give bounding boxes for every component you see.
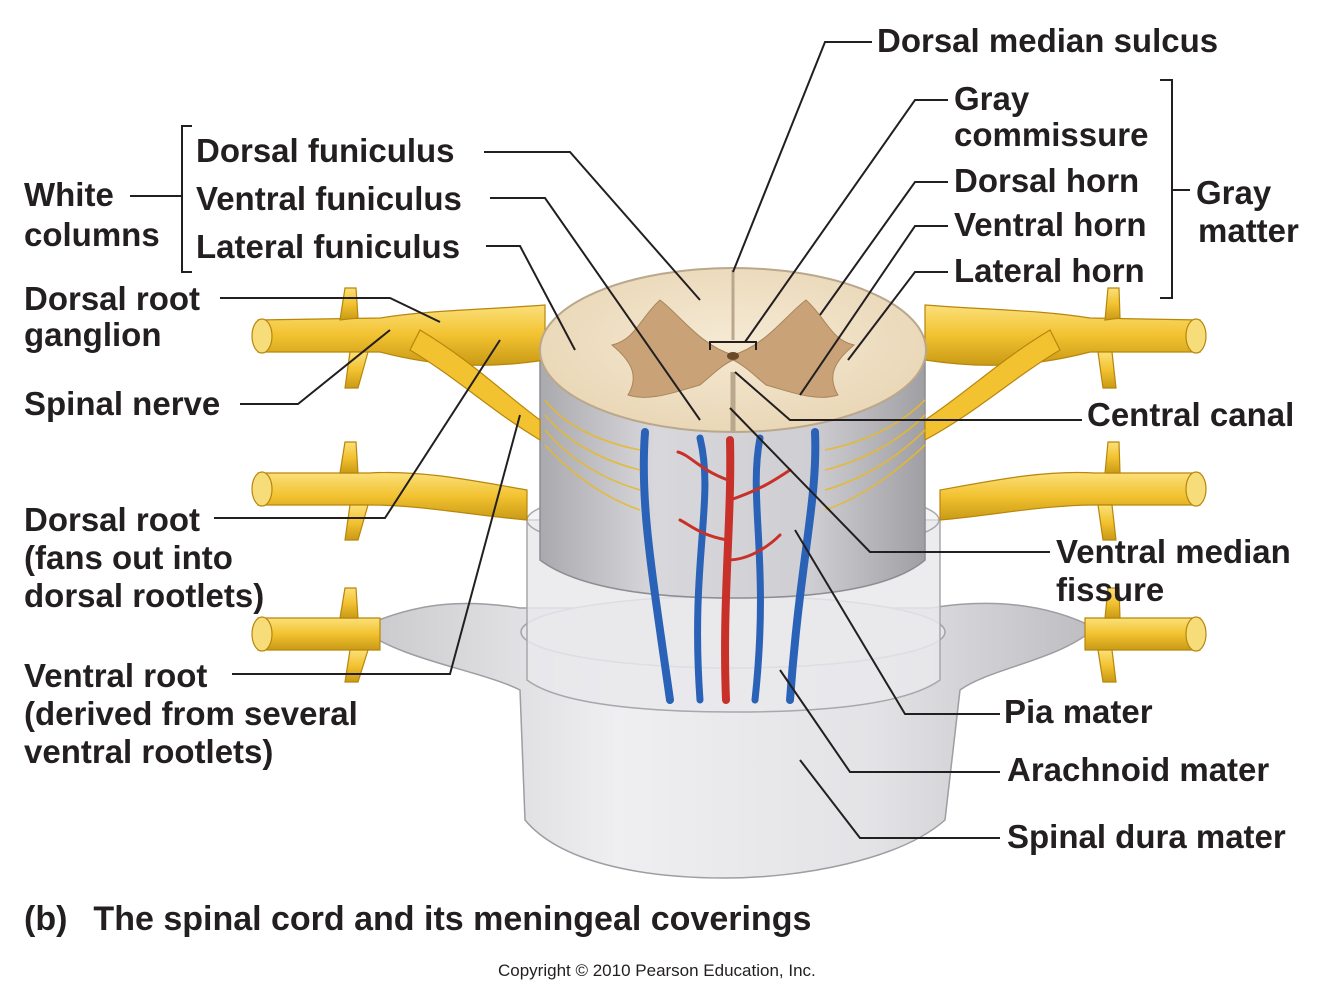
label-ventral-root-line2: (derived from several bbox=[24, 695, 358, 732]
label-pia-mater: Pia mater bbox=[1004, 693, 1153, 730]
label-ventral-funiculus: Ventral funiculus bbox=[196, 180, 462, 217]
label-dorsal-median-sulcus: Dorsal median sulcus bbox=[877, 22, 1219, 59]
label-white-columns-line1: White bbox=[24, 176, 114, 213]
label-ventral-root-line3: ventral rootlets) bbox=[24, 733, 274, 770]
cord-cross-section bbox=[539, 267, 927, 433]
label-dorsal-root-ganglion-line2: ganglion bbox=[24, 316, 162, 353]
label-lateral-funiculus: Lateral funiculus bbox=[196, 228, 461, 265]
blood-vessels bbox=[639, 428, 820, 704]
spinal-nerves bbox=[251, 287, 1207, 683]
label-gray-matter-line1: Gray bbox=[1196, 174, 1272, 211]
label-dorsal-root-line3: dorsal rootlets) bbox=[24, 577, 265, 614]
figure-caption: (b) The spinal cord and its meningeal cov… bbox=[24, 900, 811, 939]
label-white-columns-line2: columns bbox=[24, 216, 160, 253]
caption-part: (b) bbox=[24, 900, 68, 938]
rootlets bbox=[544, 399, 926, 511]
label-dorsal-root-line2: (fans out into bbox=[24, 539, 233, 576]
label-central-canal: Central canal bbox=[1087, 396, 1295, 433]
label-ventral-median-fissure-line1: Ventral median bbox=[1056, 533, 1291, 570]
leader-lines bbox=[130, 41, 1190, 839]
label-ventral-horn: Ventral horn bbox=[954, 206, 1147, 243]
label-spinal-nerve: Spinal nerve bbox=[24, 385, 221, 422]
label-arachnoid-mater: Arachnoid mater bbox=[1007, 751, 1270, 788]
copyright-notice: Copyright © 2010 Pearson Education, Inc. bbox=[498, 961, 816, 980]
label-spinal-dura-mater: Spinal dura mater bbox=[1007, 818, 1286, 855]
label-ventral-median-fissure-line2: fissure bbox=[1056, 571, 1165, 608]
label-dorsal-horn: Dorsal horn bbox=[954, 162, 1140, 199]
label-dorsal-funiculus: Dorsal funiculus bbox=[196, 132, 455, 169]
label-ventral-root-line1: Ventral root bbox=[24, 657, 208, 694]
label-dorsal-root-line1: Dorsal root bbox=[24, 501, 201, 538]
label-gray-commissure-line2: commissure bbox=[954, 116, 1149, 153]
label-dorsal-root-ganglion-line1: Dorsal root bbox=[24, 280, 201, 317]
label-lateral-horn: Lateral horn bbox=[954, 252, 1145, 289]
label-gray-commissure-line1: Gray bbox=[954, 80, 1030, 117]
caption-title: The spinal cord and its meningeal coveri… bbox=[93, 900, 812, 938]
label-gray-matter-line2: matter bbox=[1198, 212, 1299, 249]
